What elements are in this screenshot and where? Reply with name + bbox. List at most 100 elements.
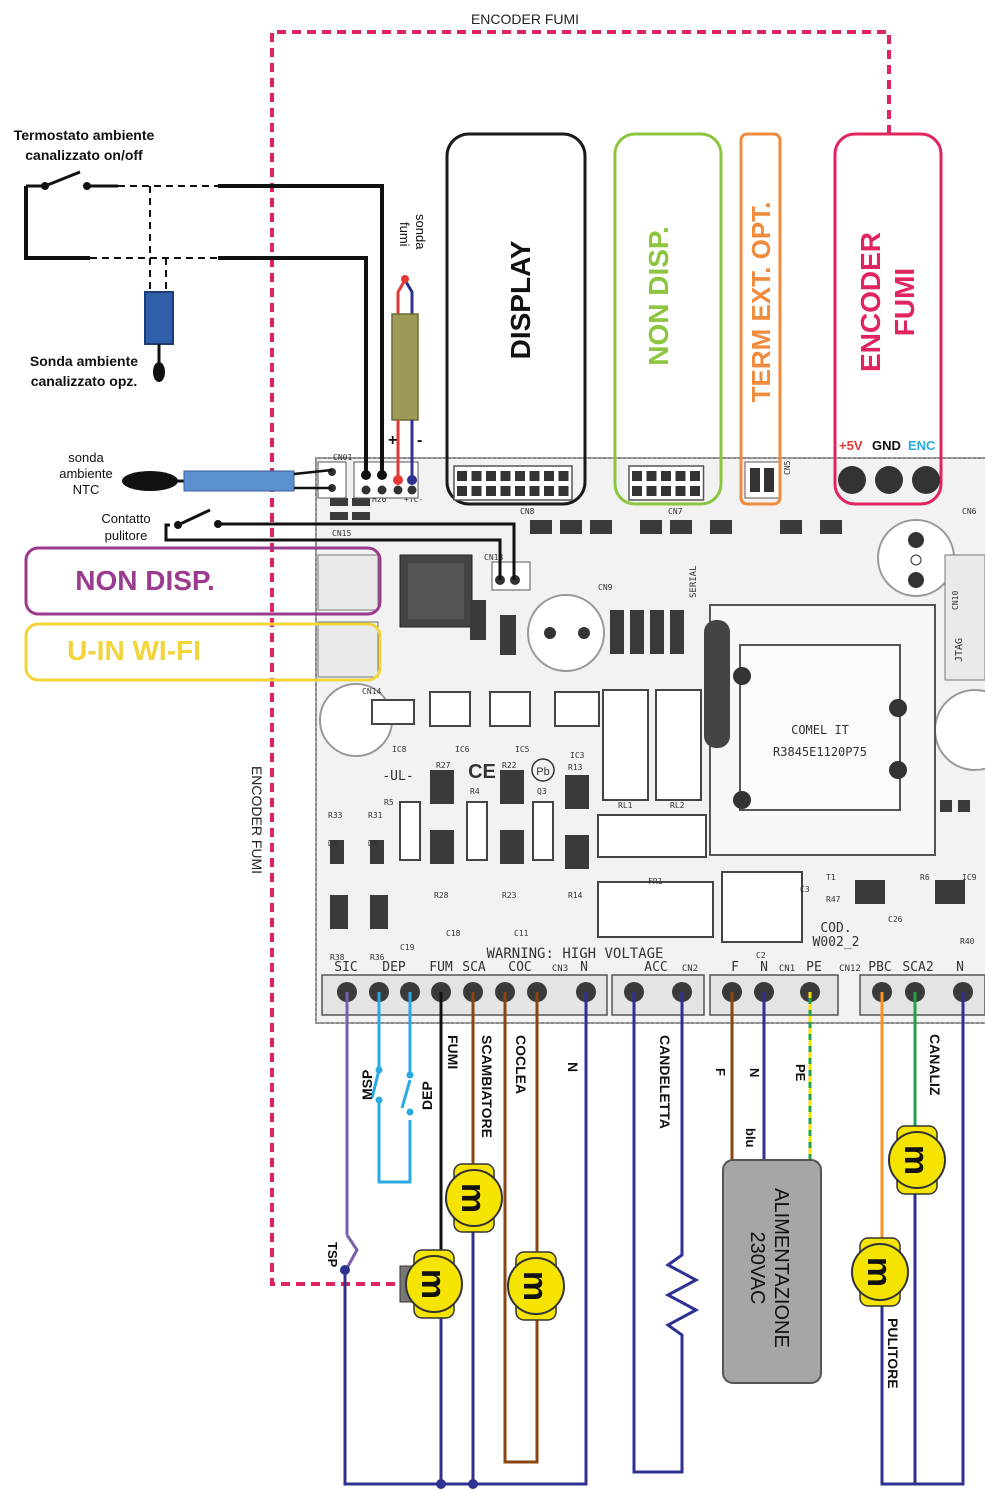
terminal-label: F xyxy=(731,960,739,975)
header-label: CN5 xyxy=(783,460,792,475)
header-label: CN7 xyxy=(668,507,683,516)
header-label: CN13 xyxy=(484,553,503,562)
termostato-label-2: canalizzato on/off xyxy=(25,147,143,163)
terminal-label: N xyxy=(580,960,588,975)
terminal-label: SCA2 xyxy=(902,960,933,975)
side-box-wifi: U-IN WI-FI xyxy=(24,622,382,682)
pin-gnd-label: GND xyxy=(872,438,901,453)
motor-icon: m xyxy=(445,1163,503,1233)
side-wifi-label: U-IN WI-FI xyxy=(67,635,201,666)
motor-icon: m xyxy=(851,1237,909,1307)
motor-icon: m xyxy=(888,1125,946,1195)
sonda-opz-label-2: canalizzato opz. xyxy=(31,373,138,389)
component-label: IC6 xyxy=(455,745,470,754)
code-label-2: W002_2 xyxy=(813,935,860,950)
component-label: IC9 xyxy=(962,873,977,882)
warning-label: WARNING: HIGH VOLTAGE xyxy=(486,946,663,962)
side-non-disp-label: NON DISP. xyxy=(75,565,215,596)
contatto-pulitore: Contatto pulitore xyxy=(101,508,516,580)
motor-symbol: m xyxy=(860,1257,898,1287)
component-label: R6 xyxy=(920,873,930,882)
component-label: R5 xyxy=(384,798,394,807)
contatto-label-2: pulitore xyxy=(105,528,148,543)
dep-label: DEP xyxy=(419,1081,435,1110)
terminal-label: PE xyxy=(806,960,822,975)
motor-icon: m xyxy=(399,1249,463,1319)
terminal-label: CN12 xyxy=(839,964,861,974)
terminal-label: ACC xyxy=(644,960,667,975)
header-label: CN6 xyxy=(962,507,977,516)
module-non-disp-top: NON DISP. xyxy=(613,132,723,506)
n2-label: N xyxy=(747,1068,762,1077)
module-display: DISPLAY xyxy=(445,132,587,506)
terminal-label: PBC xyxy=(868,960,891,975)
component-label: R36 xyxy=(370,953,385,962)
sonda-fumi-minus: - xyxy=(417,432,422,449)
header-label: CN10 xyxy=(951,591,960,610)
component-label: C18 xyxy=(446,929,461,938)
candeletta-label: CANDELETTA xyxy=(657,1035,673,1129)
terminal-label: FUM xyxy=(429,960,453,975)
terminal-label: N xyxy=(956,960,964,975)
termostato-label-1: Termostato ambiente xyxy=(14,127,155,143)
blu-label: blu xyxy=(743,1128,758,1148)
tsp-label: TSP xyxy=(325,1242,340,1268)
component-label: D8 xyxy=(368,839,378,848)
motor-icon: m xyxy=(507,1251,565,1321)
thermostat-wiring: Termostato ambiente canalizzato on/off S… xyxy=(14,127,387,480)
encoder-dashed-wire: ENCODER FUMI ENCODER FUMI xyxy=(249,11,891,1286)
non-disp-top-label: NON DISP. xyxy=(643,226,674,366)
contatto-label-1: Contatto xyxy=(101,511,150,526)
component-label: R4 xyxy=(470,787,480,796)
code-label-1: COD. xyxy=(820,921,851,936)
component-label: C26 xyxy=(888,915,903,924)
module-term-ext: TERM EXT. OPT. xyxy=(739,132,782,506)
component-label: R33 xyxy=(328,811,343,820)
component-label: IC3 xyxy=(570,751,585,760)
terminal-label: CN3 xyxy=(552,964,568,974)
sonda-ntc: sonda ambiente NTC xyxy=(59,450,333,497)
pin-5v-label: +5V xyxy=(839,438,863,453)
pcb-board: COMEL IT R3845E1120P75 xyxy=(315,453,985,1024)
header-label: CN01 xyxy=(333,453,352,462)
terminal-label: CN1 xyxy=(779,964,795,974)
header-label: CN8 xyxy=(520,507,535,516)
coclea-label: COCLEA xyxy=(513,1035,529,1094)
terminal-label: COC xyxy=(508,960,531,975)
term-ext-label: TERM EXT. OPT. xyxy=(746,202,776,403)
motor-symbol: m xyxy=(516,1271,554,1301)
component-label: R31 xyxy=(368,811,383,820)
side-box-non-disp: NON DISP. xyxy=(24,546,382,616)
terminal-label: DEP xyxy=(382,960,406,975)
encoder-label-1: ENCODER xyxy=(855,232,886,372)
component-label: R47 xyxy=(826,895,841,904)
motor-symbol: m xyxy=(897,1145,935,1175)
pe-label: PE xyxy=(793,1064,808,1082)
chip-label-1: COMEL IT xyxy=(791,723,849,737)
component-label: C11 xyxy=(514,929,529,938)
component-label: R40 xyxy=(960,937,975,946)
header-label: CN9 xyxy=(598,583,613,592)
display-label: DISPLAY xyxy=(505,240,536,359)
chip-label-2: R3845E1120P75 xyxy=(773,745,867,759)
ntc-label-3: NTC xyxy=(73,482,100,497)
sonda-fumi-label-1: sonda xyxy=(413,214,428,250)
sonda-fumi: sonda fumi + - xyxy=(388,214,428,485)
component-label: R14 xyxy=(568,891,583,900)
sonda-fumi-plus: + xyxy=(388,432,397,449)
bottom-wiring: TSP MSP DEP FUMI SCAMBIATORE COCLEA N CA… xyxy=(325,992,965,1489)
encoder-label-2: FUMI xyxy=(889,268,920,336)
component-label: C2 xyxy=(756,951,766,960)
header-label: +TC- xyxy=(404,495,423,504)
terminal-label: CN2 xyxy=(682,964,698,974)
component-label: R38 xyxy=(330,953,345,962)
n1-label: N xyxy=(565,1062,581,1072)
msp-label: MSP xyxy=(359,1070,375,1100)
component-label: FR1 xyxy=(648,877,663,886)
component-label: R23 xyxy=(502,891,517,900)
fumi-wire-label: FUMI xyxy=(445,1035,461,1069)
psu-label-2: 230VAC xyxy=(746,1231,768,1304)
